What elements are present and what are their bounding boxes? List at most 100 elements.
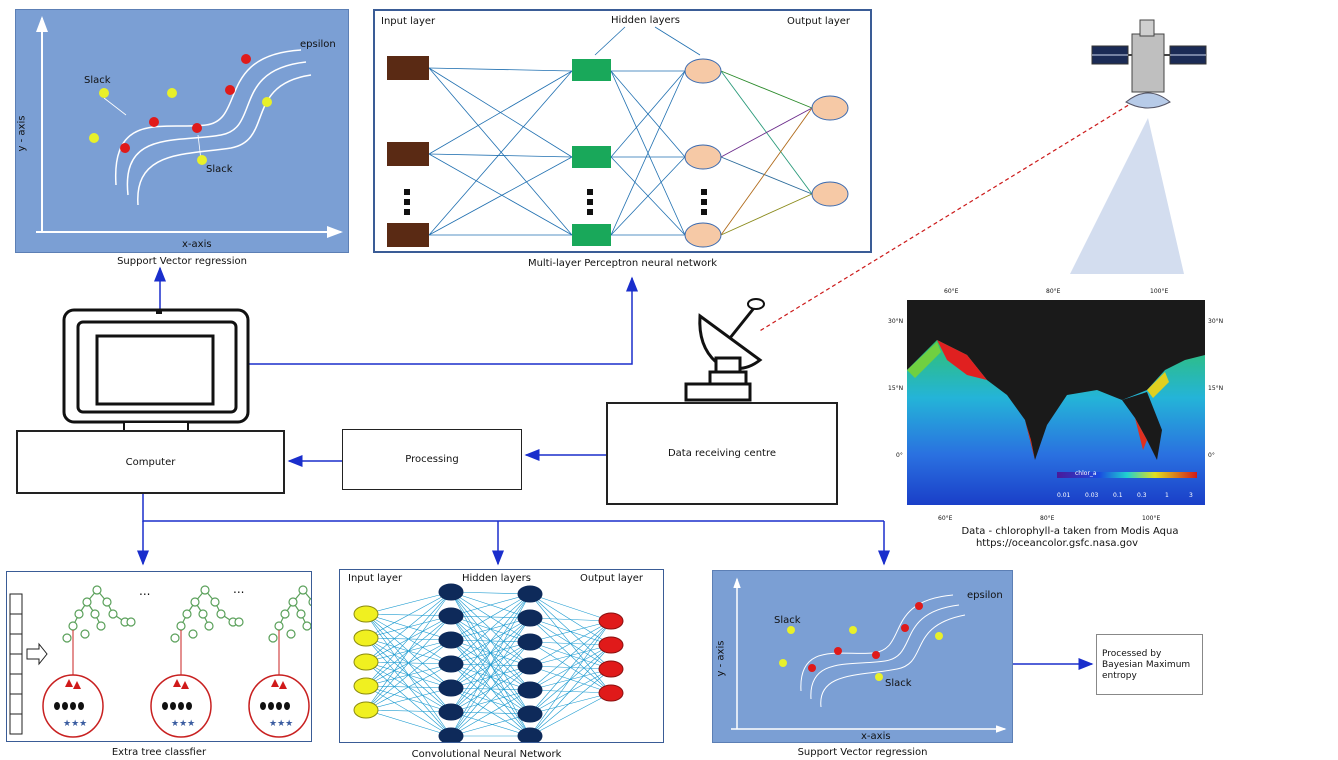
cnn-connection: [529, 644, 612, 715]
bayes-line3: entropy: [1102, 671, 1137, 681]
cnn-connection: [450, 593, 531, 689]
cnn-node: [438, 727, 464, 745]
cnn-node: [517, 585, 543, 603]
svr-top-slack-a: Slack: [84, 75, 111, 86]
cnn-connection: [365, 591, 452, 663]
map-lat-left-2: 15°N: [888, 385, 904, 392]
cnn-node: [517, 609, 543, 627]
map-lat-right-2: 15°N: [1208, 385, 1224, 392]
computer-monitor-icon: [62, 308, 250, 432]
bayesian-box: Processed by Bayesian Maximum entropy: [1096, 634, 1203, 695]
map-scale-tick-1: 0.01: [1057, 492, 1071, 499]
cnn-connection: [365, 639, 452, 711]
cnn-node: [598, 660, 624, 678]
extra-tree-caption: Extra tree classfier: [111, 747, 207, 758]
cnn-connection: [529, 692, 612, 715]
cnn-connection: [450, 591, 531, 737]
svr-top-x-label: x-axis: [182, 239, 212, 250]
cnn-panel: Input layer Hidden layers Output layer: [339, 569, 664, 745]
cnn-connection: [450, 593, 531, 713]
svr-bottom-epsilon: epsilon: [967, 590, 1003, 601]
svr-bottom-y-label: y - axis: [715, 640, 727, 677]
cnn-connection: [450, 641, 531, 737]
map-lon-top-2: 80°E: [1046, 288, 1061, 295]
cnn-node: [517, 657, 543, 675]
cnn-connection: [529, 617, 612, 622]
cnn-connection: [529, 692, 612, 737]
cnn-connection: [450, 593, 531, 641]
cnn-node: [353, 629, 379, 647]
cnn-connection: [450, 593, 531, 665]
map-lat-left-1: 30°N: [888, 318, 904, 325]
cnn-node: [353, 701, 379, 719]
cnn-connection: [529, 620, 612, 643]
cnn-connection: [365, 591, 452, 639]
cnn-node: [598, 684, 624, 702]
cnn-node: [438, 655, 464, 673]
cnn-input-label: Input layer: [348, 573, 403, 584]
mlp-hidden-label: Hidden layers: [611, 15, 680, 26]
cnn-connection: [529, 668, 612, 715]
cnn-node: [517, 681, 543, 699]
cnn-connection: [529, 620, 612, 691]
mlp-panel: Input layer Hidden layers Output layer: [373, 9, 872, 253]
cnn-node: [598, 636, 624, 654]
map-scale-tick-6: 3: [1189, 492, 1193, 499]
cnn-connection: [365, 663, 452, 711]
cnn-node: [517, 727, 543, 745]
cnn-connection: [365, 709, 452, 737]
svr-top-y-label: y - axis: [16, 115, 28, 152]
svr-bottom-x-label: x-axis: [861, 731, 891, 742]
satellite-dish-icon: [684, 298, 765, 402]
satellite-icon: [1070, 19, 1207, 274]
cnn-connection: [529, 668, 612, 737]
svr-top-slack-b: Slack: [206, 164, 233, 175]
map-scale-tick-5: 1: [1165, 492, 1169, 499]
cnn-connection: [365, 591, 452, 711]
receiving-label: Data receiving centre: [667, 448, 777, 459]
svr-top-caption: Support Vector regression: [117, 256, 247, 267]
cnn-node: [353, 653, 379, 671]
processing-box: Processing: [342, 429, 522, 490]
satellite-downlink: [757, 97, 1141, 333]
map-scale-tick-4: 0.3: [1137, 492, 1147, 499]
extra-tree-dots-2: ...: [233, 582, 245, 596]
receiving-centre-box: Data receiving centre: [606, 402, 838, 505]
map-lon-top-1: 60°E: [944, 288, 959, 295]
map-image: [907, 340, 1205, 505]
svr-bottom-slack-a: Slack: [774, 615, 801, 626]
map-scale-tick-2: 0.03: [1085, 492, 1099, 499]
map-lon-bottom-3: 100°E: [1142, 515, 1161, 522]
cnn-node: [517, 705, 543, 723]
mlp-output-label: Output layer: [787, 16, 851, 27]
bayes-line1: Processed by: [1102, 649, 1162, 659]
extra-tree-dots-1: ...: [139, 584, 151, 598]
map-scale-tick-3: 0.1: [1113, 492, 1123, 499]
arrow-computer-to-mlp: [248, 276, 638, 365]
svr-top-panel: Slack Slack epsilon x-axis y - axis: [15, 9, 349, 253]
cnn-hidden-label: Hidden layers: [462, 573, 531, 584]
map-lon-bottom-2: 80°E: [1040, 515, 1055, 522]
cnn-node: [438, 607, 464, 625]
chlorophyll-map: chlor_a 0.01 0.03 0.1 0.3 1 3: [907, 300, 1205, 505]
cnn-connection: [450, 593, 531, 617]
cnn-node: [438, 583, 464, 601]
cnn-connection: [529, 593, 612, 622]
cnn-node: [438, 679, 464, 697]
map-lat-left-3: 0°: [896, 452, 903, 459]
map-lon-top-3: 100°E: [1150, 288, 1169, 295]
cnn-connection: [450, 593, 531, 737]
cnn-output-label: Output layer: [580, 573, 644, 584]
bayes-line2: Bayesian Maximum: [1102, 660, 1191, 670]
svr-bottom-slack-b: Slack: [885, 678, 912, 689]
extra-tree-diagram: ★★★: [9, 585, 342, 738]
svr-top-epsilon: epsilon: [300, 39, 336, 50]
cnn-connection: [450, 689, 531, 737]
cnn-connection: [365, 591, 452, 615]
cnn-connection: [529, 644, 612, 737]
svg-text:★★★: ★★★: [63, 719, 87, 729]
svr-bottom-panel: Slack Slack epsilon x-axis y - axis: [712, 570, 1013, 743]
cnn-connection: [365, 591, 452, 687]
extra-tree-panel: ★★★ ... ...: [6, 571, 342, 742]
